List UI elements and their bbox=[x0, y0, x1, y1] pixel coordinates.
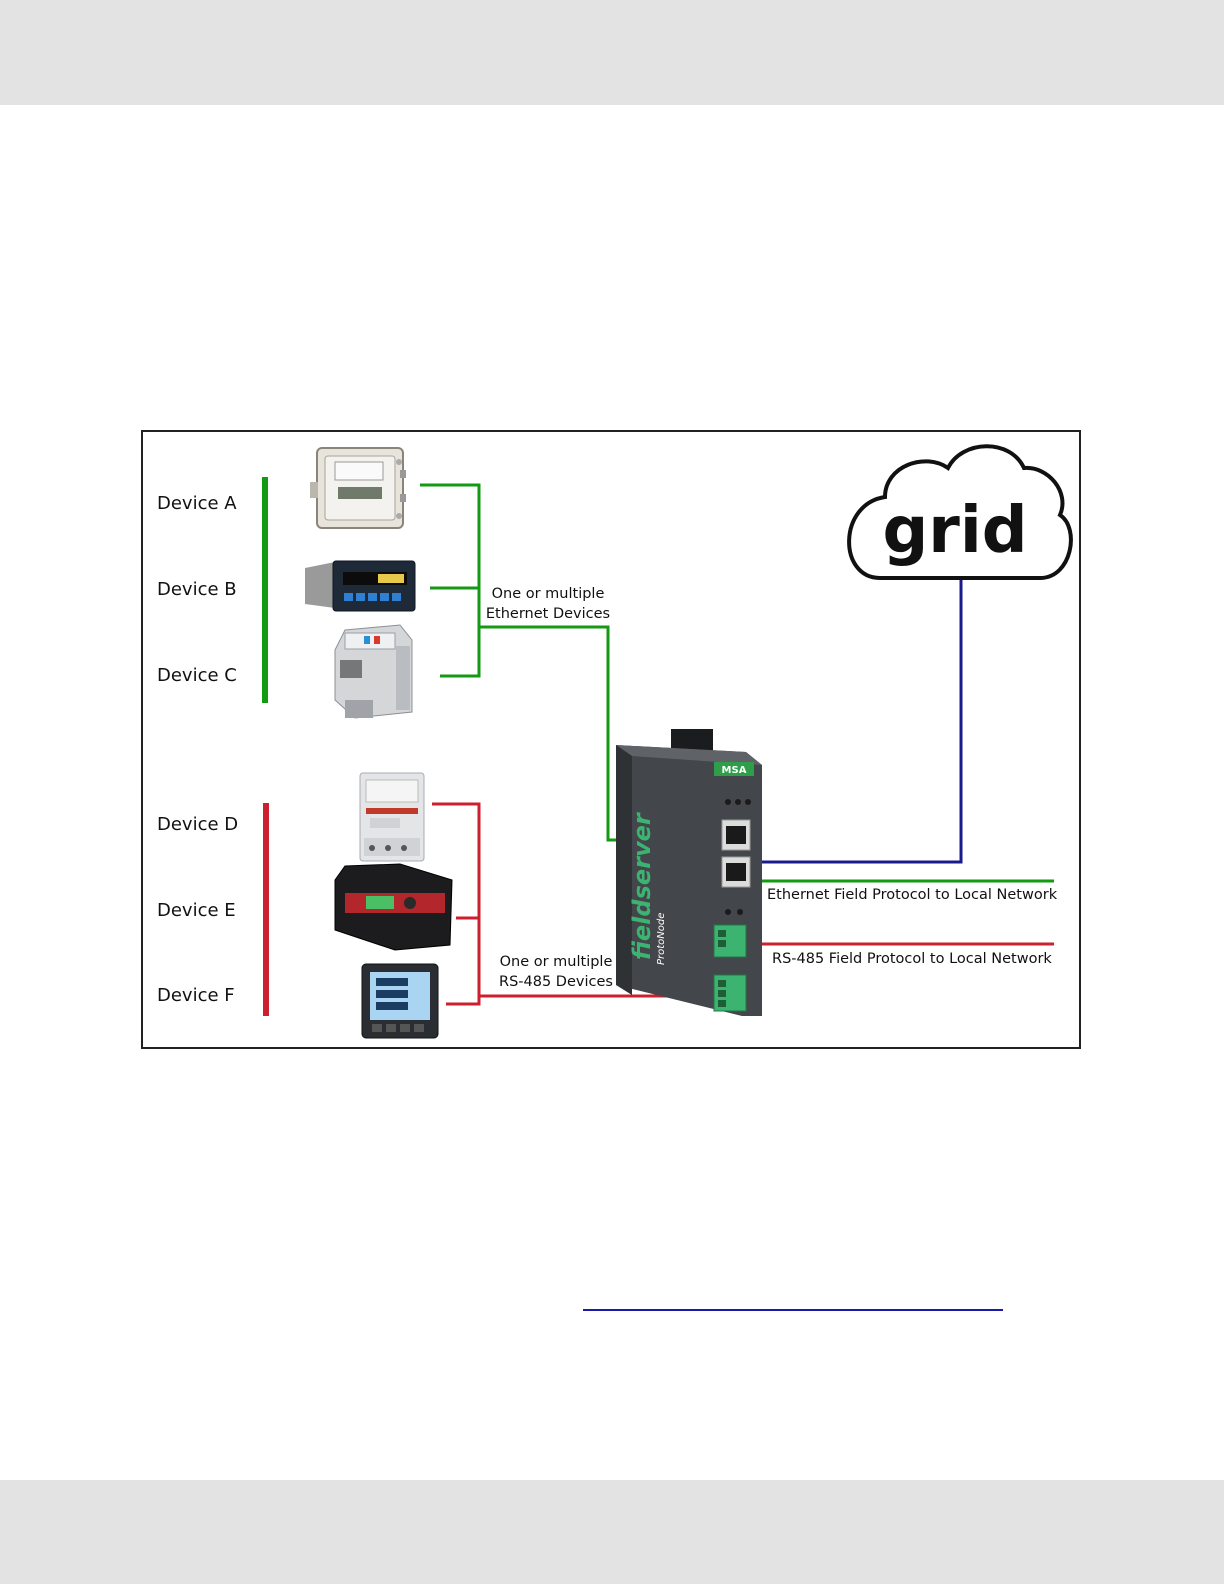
hyperlink-underline[interactable] bbox=[583, 1309, 1003, 1311]
device-a-image bbox=[310, 448, 406, 528]
device-c-image bbox=[335, 625, 412, 718]
msa-brand: MSA bbox=[722, 765, 747, 776]
device-b-label: Device B bbox=[157, 579, 237, 600]
device-a-label: Device A bbox=[157, 493, 237, 514]
ethernet-group-note-line1: One or multiple bbox=[492, 586, 605, 602]
device-d-label: Device D bbox=[157, 814, 238, 835]
device-f-image bbox=[362, 964, 438, 1038]
rs485-local-note: RS-485 Field Protocol to Local Network bbox=[772, 951, 1052, 967]
rs485-group-note-line2: RS-485 Devices bbox=[499, 974, 613, 990]
ethernet-group-note-line2: Ethernet Devices bbox=[486, 606, 610, 622]
rs485-group-note-line1: One or multiple bbox=[500, 954, 613, 970]
device-c-label: Device C bbox=[157, 665, 237, 686]
device-d-image bbox=[360, 773, 424, 861]
grid-cloud-label: grid bbox=[882, 494, 1027, 568]
protonode-model: ProtoNode bbox=[656, 913, 667, 965]
device-b-image bbox=[305, 561, 415, 611]
device-f-label: Device F bbox=[157, 985, 235, 1006]
ethernet-local-note: Ethernet Field Protocol to Local Network bbox=[767, 887, 1058, 903]
gateway-device: MSA fieldserver ProtoNode bbox=[616, 729, 762, 1016]
device-e-label: Device E bbox=[157, 900, 236, 921]
fieldserver-logo: fieldserver bbox=[628, 811, 656, 960]
